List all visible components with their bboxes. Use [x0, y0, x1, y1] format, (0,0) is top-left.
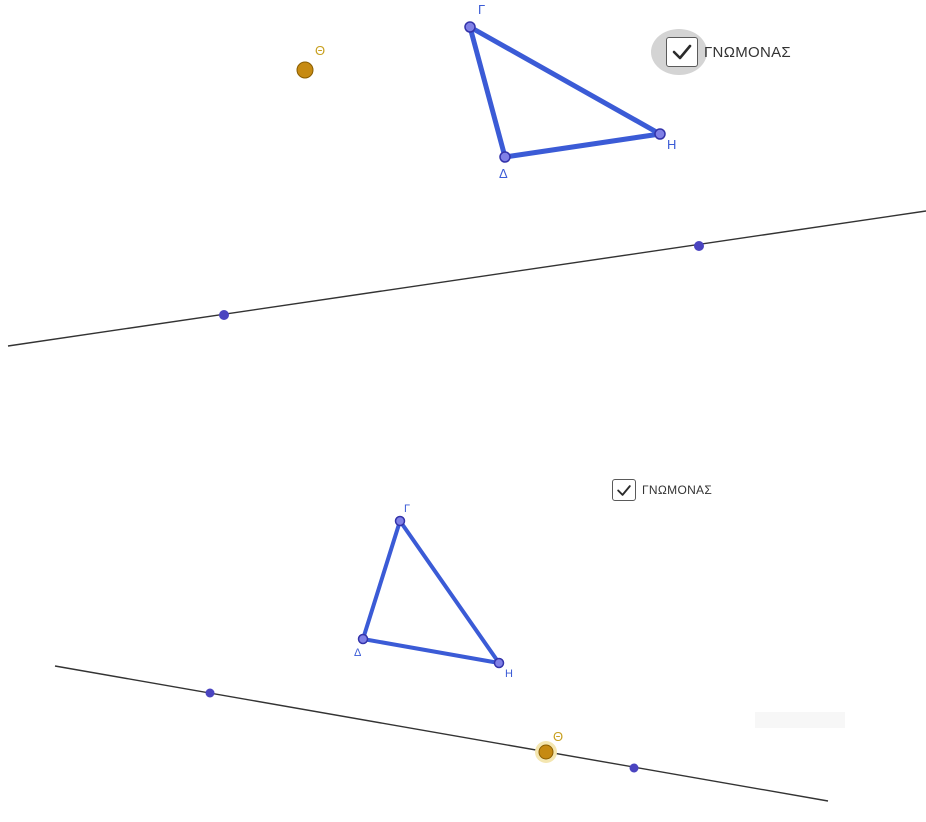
checkbox-box[interactable]	[612, 479, 636, 501]
label-gamma: Γ	[478, 2, 485, 17]
line[interactable]	[7, 210, 926, 347]
label-theta: Θ	[553, 729, 563, 744]
label-theta: Θ	[315, 43, 325, 58]
label-delta: Δ	[499, 166, 508, 181]
vertex-eta[interactable]	[493, 657, 505, 669]
geometry-view-bottom[interactable]: Θ Γ Δ Η ΓΝΩΜΟΝΑΣ	[0, 411, 926, 822]
label-delta: Δ	[354, 647, 362, 659]
checkbox-label: ΓΝΩΜΟΝΑΣ	[642, 483, 713, 497]
line-point[interactable]	[629, 763, 639, 773]
check-icon	[672, 44, 692, 60]
line-point[interactable]	[219, 310, 229, 320]
vertex-gamma[interactable]	[394, 515, 406, 527]
geometry-view-top[interactable]: Γ Δ Η Θ ΓΝΩΜΟΝΑΣ	[0, 0, 926, 411]
vertex-eta[interactable]	[654, 128, 666, 140]
label-gamma: Γ	[404, 503, 410, 515]
free-point-theta[interactable]	[538, 744, 554, 760]
vertex-gamma[interactable]	[464, 21, 476, 33]
triangle-gamma-delta-eta[interactable]	[361, 519, 501, 665]
vertex-delta[interactable]	[357, 633, 369, 645]
gnomonas-checkbox[interactable]: ΓΝΩΜΟΝΑΣ	[666, 37, 791, 67]
checkbox-box[interactable]	[666, 37, 698, 67]
checkbox-label: ΓΝΩΜΟΝΑΣ	[704, 43, 791, 61]
label-eta: Η	[667, 137, 676, 152]
check-icon	[617, 484, 631, 496]
background-artifact	[755, 712, 845, 728]
geometry-canvas-bottom[interactable]: Θ Γ Δ Η	[0, 411, 926, 822]
triangle-gamma-delta-eta[interactable]	[467, 24, 663, 160]
line-point[interactable]	[694, 241, 704, 251]
free-point-theta[interactable]	[296, 61, 314, 79]
vertex-delta[interactable]	[499, 151, 511, 163]
gnomonas-checkbox[interactable]: ΓΝΩΜΟΝΑΣ	[612, 479, 712, 501]
geometry-canvas-top[interactable]: Γ Δ Η Θ	[0, 0, 926, 411]
line-point[interactable]	[205, 688, 215, 698]
line[interactable]	[54, 665, 829, 802]
label-eta: Η	[505, 668, 513, 680]
